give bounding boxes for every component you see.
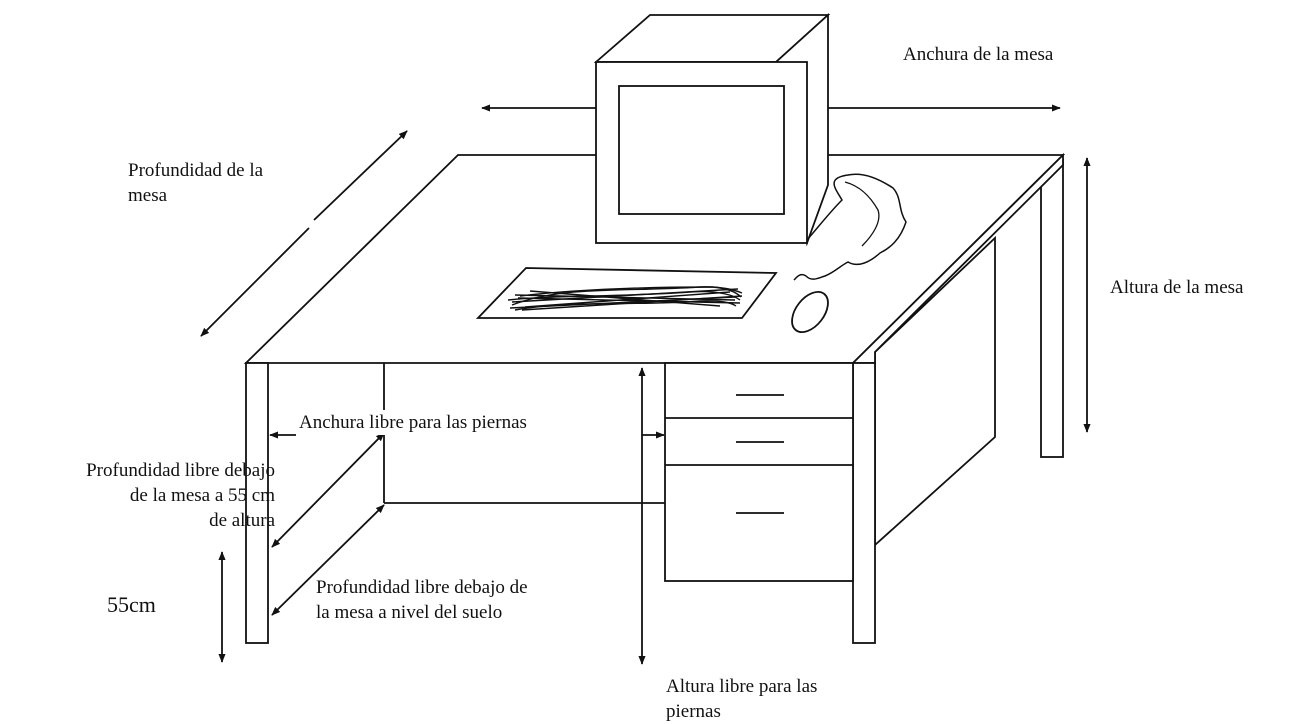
label-legroom-height-line-1: Altura libre para las <box>666 676 818 697</box>
label-desk-height: Altura de la mesa <box>1110 277 1244 298</box>
label-depth-floor-line-1: Profundidad libre debajo de <box>316 577 528 598</box>
back-right-leg <box>1040 159 1064 458</box>
label-depth-floor: Profundidad libre debajo de la mesa a ni… <box>316 575 528 625</box>
label-desk-width: Anchura de la mesa <box>903 44 1054 65</box>
label-depth-55cm: Profundidad libre debajo de la mesa a 55… <box>0 458 275 533</box>
depth-arrow-upper <box>313 130 408 221</box>
monitor-screen <box>618 85 785 215</box>
label-desk-depth: Profundidad de la mesa <box>128 158 263 208</box>
label-desk-depth-line-2: mesa <box>128 185 168 206</box>
depth-floor-arrow <box>271 504 385 616</box>
label-legroom-height: Altura libre para las piernas <box>666 674 817 724</box>
label-depth-55cm-line-1: Profundidad libre debajo <box>86 460 275 481</box>
label-legroom-height-line-2: piernas <box>666 701 721 722</box>
drawer-pedestal <box>664 362 854 582</box>
monitor-cable <box>793 173 907 281</box>
front-left-leg <box>245 362 269 644</box>
depth-arrow-lower <box>200 227 310 337</box>
label-depth-floor-line-2: la mesa a nivel del suelo <box>316 602 503 623</box>
label-55cm: 55cm <box>107 592 156 617</box>
label-legroom-width: Anchura libre para las piernas <box>299 410 527 435</box>
label-depth-55cm-line-2: de la mesa a 55 cm <box>129 485 275 506</box>
front-right-leg <box>852 362 876 644</box>
label-desk-depth-line-1: Profundidad de la <box>128 160 264 181</box>
depth-55-arrow <box>271 432 385 548</box>
mouse <box>791 291 829 333</box>
label-depth-55cm-line-3: de altura <box>209 510 275 531</box>
keyboard-keys <box>507 286 743 311</box>
